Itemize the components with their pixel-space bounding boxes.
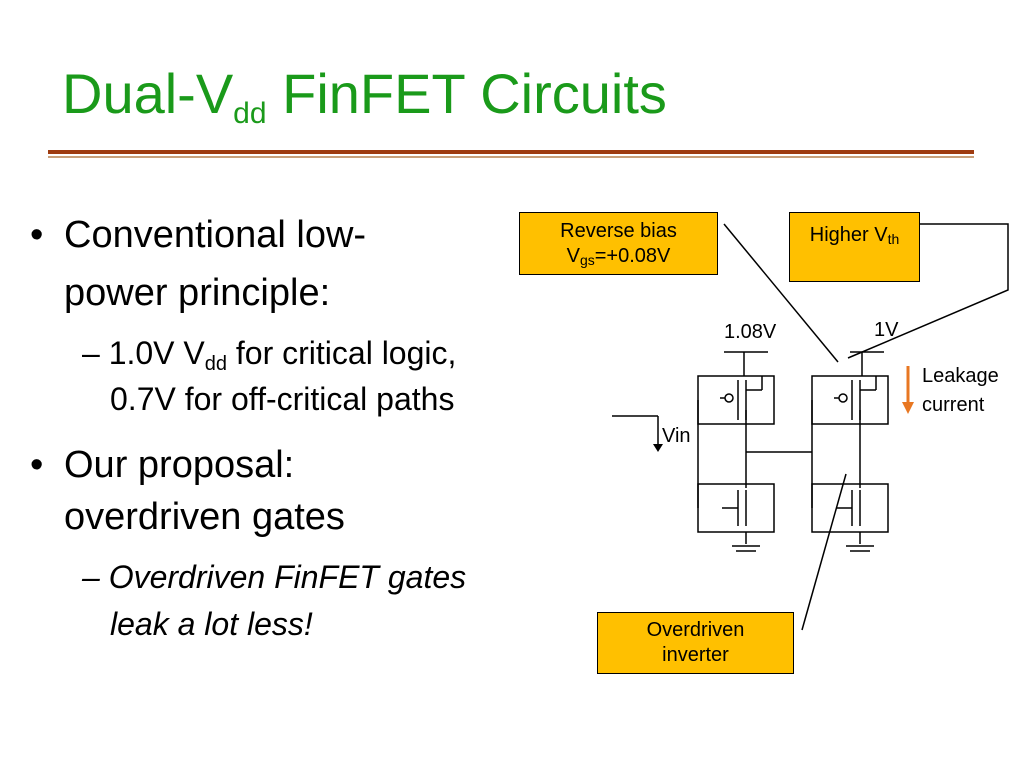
sub-bullet-text-a: 1.0V V (108, 335, 205, 371)
bullet-text: Our proposal: (64, 444, 295, 486)
label-vin: Vin (662, 425, 691, 447)
overdriven-inverter-callout: Overdriven inverter (597, 612, 794, 674)
sub-bullet-dash: – (82, 335, 100, 371)
vgs-value: =+0.08V (594, 245, 671, 267)
vin-arrowhead (653, 444, 663, 452)
title-main: Dual-V (62, 62, 234, 125)
bullet-proposal-cont: overdriven gates (64, 494, 345, 540)
higher-vth-leader (847, 223, 1009, 359)
title-rest: FinFET Circuits (266, 62, 667, 125)
callout-line2: inverter (662, 644, 729, 666)
label-leakage: Leakage (922, 365, 999, 387)
bullet-conventional-cont: power principle: (64, 270, 330, 316)
label-1v: 1V (874, 319, 899, 341)
callout-line2: Vgs=+0.08V (520, 244, 717, 269)
higher-vth-callout: Higher Vth (789, 212, 920, 282)
bullet-text: power principle: (64, 272, 331, 314)
reverse-bias-callout: Reverse bias Vgs=+0.08V (519, 212, 718, 275)
leakage-arrowhead (902, 402, 914, 414)
bullet-conventional: • Conventional low- (30, 212, 367, 258)
callout-line1: Overdriven (646, 619, 745, 641)
inverter-1 (697, 351, 775, 552)
title-subscript: dd (233, 97, 267, 130)
label-1-08v: 1.08V (724, 321, 777, 343)
bullet-dot: • (30, 444, 44, 486)
sub-bullet-text: Overdriven FinFET gates (108, 559, 467, 595)
sub-bullet-text: leak a lot less! (110, 606, 313, 642)
bullet-text: Conventional low- (64, 214, 367, 256)
sub-bullet-leak: – Overdriven FinFET gates (82, 557, 466, 597)
vgs-v: V (566, 245, 580, 267)
overdriven-leader (801, 473, 847, 631)
title-divider-shadow (48, 156, 974, 158)
callout-line1: Reverse bias (560, 220, 677, 242)
slide-title: Dual-Vdd FinFET Circuits (62, 62, 667, 129)
label-current: current (922, 394, 985, 416)
bullet-proposal: • Our proposal: (30, 442, 295, 488)
vgs-subscript: gs (579, 252, 595, 268)
sub-bullet-vdd: – 1.0V Vdd for critical logic, (82, 333, 457, 375)
sub-bullet-dash: – (82, 559, 100, 595)
bullet-dot: • (30, 214, 44, 256)
sub-bullet-leak-cont: leak a lot less! (110, 604, 313, 644)
vth-subscript: th (887, 231, 900, 247)
bullet-text: overdriven gates (64, 496, 345, 538)
title-divider (48, 150, 974, 154)
vth-main: Higher V (809, 224, 888, 246)
sub-bullet-text: 0.7V for off-critical paths (110, 381, 455, 417)
reverse-bias-leader (723, 223, 839, 363)
sub-bullet-text-b: for critical logic, (227, 335, 457, 371)
sub-bullet-subscript: dd (204, 353, 227, 375)
inverter-2 (811, 351, 889, 552)
sub-bullet-vdd-cont: 0.7V for off-critical paths (110, 379, 454, 419)
